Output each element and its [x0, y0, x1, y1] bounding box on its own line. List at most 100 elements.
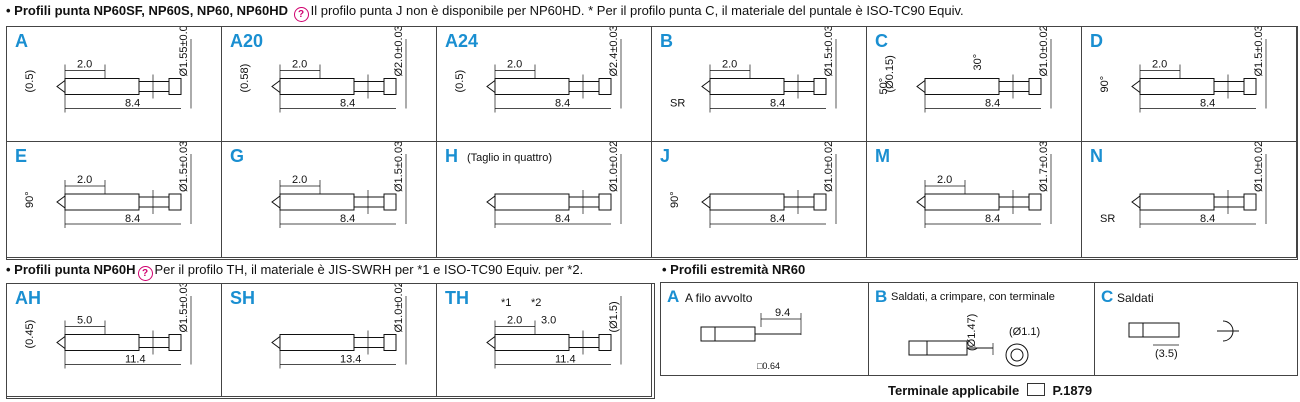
tip-drawing-r2-5: Ø1.0±0.028.4SR	[1100, 142, 1267, 228]
tip-letter: A20	[230, 31, 264, 51]
tip-letter: AH	[15, 288, 41, 308]
note-icon: ?	[293, 7, 309, 22]
dimension-head-length: 2.0	[292, 59, 307, 71]
header-nr60-title: • Profili estremità NR60	[662, 262, 806, 277]
tip-drawing-r1-4: Ø1.0±0.028.450°30°(Ø0.15)	[878, 27, 1052, 113]
tip-letter: A	[15, 31, 28, 51]
header-np60-title: • Profili punta NP60SF, NP60S, NP60, NP6…	[6, 3, 288, 18]
dimension-total-length: 8.4	[125, 98, 140, 110]
tip-cell-r2-2: H (Taglio in quattro) Ø1.0±0.02 8.4	[437, 142, 652, 258]
nr60-b-dim2: (Ø1.1)	[1009, 326, 1040, 338]
nr60-a-drawing: 9.4 □0.64	[700, 307, 802, 371]
nr60-label: Saldati	[1117, 291, 1154, 305]
dimension-tip: (0.45)	[24, 320, 36, 349]
tip-drawing-r2-1: Ø1.5±0.03 8.4 2.0	[271, 142, 407, 228]
book-icon	[1026, 383, 1045, 396]
nr60-label: A filo avvolto	[685, 291, 753, 305]
tip-drawing-r1-0: Ø1.55±0.038.42.0(0.5)	[24, 27, 192, 113]
tip-drawing-r1-2: Ø2.4±0.038.42.0(0.5)	[454, 27, 622, 113]
dimension-total-length: 8.4	[340, 98, 355, 110]
header-np60-note2: * Per il profilo punta C, il materiale d…	[584, 3, 964, 18]
header-np60-note1: Il profilo punta J non è disponibile per…	[310, 3, 585, 18]
nr60-b-dim1: (Ø1.47)	[966, 314, 978, 351]
nr60-c-drawing: (3.5)	[1128, 320, 1239, 360]
dimension-head-length: 2.0	[722, 59, 737, 71]
dimension-tip: (0.5)	[454, 70, 466, 93]
dimension-total-length: 8.4	[340, 213, 355, 225]
dimension-diameter: Ø1.5±0.03	[393, 142, 405, 192]
tip-letter: N	[1090, 146, 1103, 166]
nr60-letter: A	[667, 287, 680, 306]
tip-cell-r2-1: G Ø1.5±0.03 8.4 2.0	[222, 142, 437, 258]
tip-letter: C	[875, 31, 888, 51]
dimension-head-length: 2.0	[507, 59, 522, 71]
dimension-total-length: 8.4	[555, 98, 570, 110]
header-np60h-note: Per il profilo TH, il materiale è JIS-SW…	[154, 262, 584, 277]
dimension-total-length: 8.4	[1200, 98, 1215, 110]
tip-drawing-r2-2: Ø1.0±0.02 8.4	[486, 142, 622, 228]
footer-page-link[interactable]: P.1879	[1052, 383, 1093, 398]
dimension-head-length: 2.0	[1152, 59, 1167, 71]
tip-letter: H	[445, 146, 458, 166]
tip-cell-r1-5: D Ø1.5±0.03 8.4 2.0 90°	[1082, 27, 1297, 142]
dimension-head-length-2: 3.0	[541, 315, 556, 327]
dimension-total-length: 8.4	[985, 213, 1000, 225]
footer-label: Terminale applicabile	[888, 383, 1020, 398]
dimension-diameter: Ø1.5±0.03	[178, 284, 190, 333]
tip-letter: B	[660, 31, 673, 51]
dimension-head-length: 2.0	[937, 174, 952, 186]
dimension-tip: 90°	[24, 191, 36, 208]
tip-drawing-r2-3: Ø1.0±0.028.490°	[669, 142, 837, 228]
dimension-total-length: 8.4	[555, 213, 570, 225]
header-nr60: • Profili estremità NR60	[662, 262, 805, 277]
dimension-head-length: 2.0	[292, 174, 307, 186]
dimension-head-length: 2.0	[507, 315, 522, 327]
dimension-tip: SR	[1100, 213, 1115, 225]
tip-drawing-r2-4: Ø1.7±0.038.42.0	[916, 142, 1052, 228]
dimension-total-length: 8.4	[770, 213, 785, 225]
dimension-diameter: Ø1.0±0.02	[1038, 27, 1050, 77]
header-np60h-title: • Profili punta NP60H	[6, 262, 136, 277]
nr60-c-dim: (3.5)	[1155, 348, 1178, 360]
header-np60: • Profili punta NP60SF, NP60S, NP60, NP6…	[6, 3, 964, 22]
material-mark-2: *2	[531, 297, 541, 309]
dimension-total-length: 13.4	[340, 354, 361, 366]
tip-letter: G	[230, 146, 245, 166]
dimension-tip: 90°	[1099, 76, 1111, 93]
dimension-diameter: Ø1.5±0.03	[823, 27, 835, 77]
nr60-b-drawing: (Ø1.47) (Ø1.1)	[908, 314, 1040, 367]
dimension-head-length: 5.0	[77, 315, 92, 327]
material-mark-1: *1	[501, 297, 511, 309]
dimension-tip: 90°	[669, 191, 681, 208]
tip-sublabel: (Taglio in quattro)	[467, 152, 552, 164]
dimension-tip: SR	[670, 98, 685, 110]
nr60-cell-a: A A filo avvolto 9.4 □0.64	[661, 283, 869, 375]
nr60-a-dim: 9.4	[775, 307, 790, 319]
tip-drawing-r1-5: Ø1.5±0.03 8.4 2.0 90°	[1099, 27, 1267, 113]
tip-letter: D	[1090, 31, 1103, 51]
tip-letter: M	[875, 146, 890, 166]
dimension-tip: (0.5)	[24, 70, 36, 93]
dimension-diameter: Ø1.5±0.03	[1253, 27, 1265, 77]
dimension-diameter: (Ø1.5)	[608, 301, 620, 332]
nr60-a-sq: □0.64	[757, 361, 780, 371]
nr60-label: Saldati, a crimpare, con terminale	[891, 291, 1055, 303]
dimension-diameter: Ø1.5±0.03	[178, 142, 190, 192]
tip-letter: J	[660, 146, 671, 166]
nr60-cell-b: B Saldati, a crimpare, con terminale (Ø1…	[869, 283, 1095, 375]
dimension-diameter: Ø1.0±0.02	[608, 142, 620, 192]
dimension-total-length: 11.4	[555, 354, 576, 366]
